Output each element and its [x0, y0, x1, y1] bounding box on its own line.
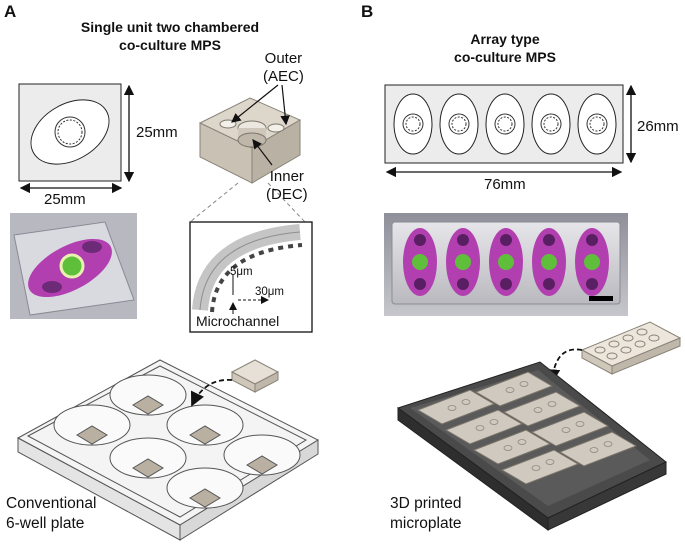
six-well-plate-caption: Conventional 6-well plate: [6, 494, 96, 534]
a-microchannel-inset: [189, 221, 313, 333]
inner-label-line1: Inner: [269, 168, 304, 185]
a-top-view: [18, 83, 135, 194]
six-well-caption-line1: Conventional: [6, 495, 97, 512]
b-height-dimension: 26mm: [637, 118, 679, 135]
panel-b-letter: B: [361, 2, 374, 21]
microplate-caption: 3D printed microplate: [390, 494, 462, 534]
a-height-dimension: 25mm: [136, 124, 178, 141]
microplate-caption-line1: 3D printed: [390, 495, 462, 512]
panel-b-title-line2: co-culture MPS: [454, 49, 556, 65]
a-device-photo: [10, 213, 137, 319]
b-array-photo: [384, 213, 628, 316]
microchannel-label: Microchannel: [196, 313, 280, 329]
a-width-dimension: 25mm: [44, 191, 86, 208]
microplate-caption-line2: microplate: [390, 515, 462, 532]
outer-label-line2: (AEC): [263, 68, 304, 85]
a-six-well-plate: [16, 359, 320, 541]
panel-a-title-line1: Single unit two chambered: [80, 19, 260, 35]
a-3d-device: [189, 84, 306, 223]
inner-label-line2: (DEC): [266, 186, 308, 203]
b-small-array-device: [545, 321, 682, 384]
outer-aec-label: Outer (AEC): [263, 50, 304, 86]
panel-a-letter: A: [4, 2, 17, 21]
panel-b-title: Array type co-culture MPS: [425, 30, 585, 66]
inner-dec-label: Inner (DEC): [266, 168, 308, 204]
panel-b-title-line1: Array type: [470, 31, 540, 47]
b-top-view: [384, 84, 637, 178]
outer-label-line1: Outer: [264, 50, 303, 67]
six-well-caption-line2: 6-well plate: [6, 515, 85, 532]
b-width-dimension: 76mm: [484, 176, 526, 193]
panel-a-title-line2: co-culture MPS: [119, 37, 221, 53]
inset-dim-5um: 5μm: [230, 266, 253, 278]
b-3d-printed-microplate: [396, 361, 667, 531]
panel-a-title: Single unit two chambered co-culture MPS: [50, 18, 290, 54]
inset-dim-30um: 30μm: [255, 286, 284, 298]
